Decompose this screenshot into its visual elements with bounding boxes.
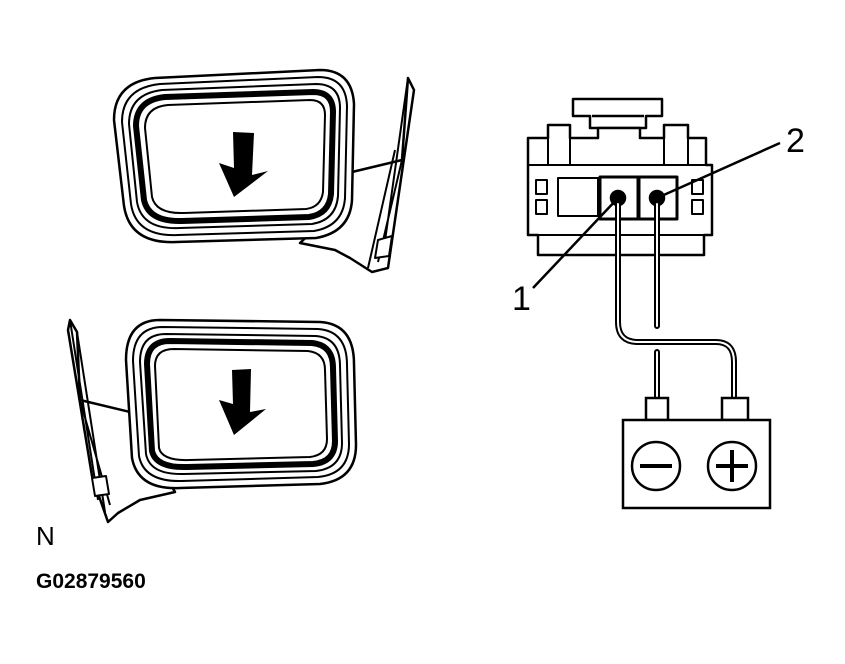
leader-terminal-1 — [532, 197, 619, 289]
leaders — [532, 141, 781, 289]
figure-code: G02879560 — [36, 570, 146, 593]
arrow-bottom — [219, 369, 266, 435]
connector-slot-left-2 — [535, 199, 548, 215]
mirror-top-stalk-notch — [374, 235, 393, 259]
connector-ridges — [528, 138, 712, 236]
connector-cavity-blank — [557, 177, 599, 217]
wires — [615, 195, 737, 403]
battery — [621, 396, 772, 510]
wire-terminal-1-inner — [617, 203, 735, 401]
arrow-top — [219, 132, 268, 197]
label-terminal-2: 2 — [786, 122, 805, 160]
connector-slot-right-2 — [691, 199, 704, 215]
mirror-bottom — [66, 318, 358, 524]
mirror-top — [112, 68, 416, 274]
battery-post-positive — [720, 396, 750, 422]
leader-terminal-2 — [656, 141, 781, 200]
mirror-bottom-stalk-notch — [91, 475, 110, 497]
view-letter: N — [36, 521, 55, 551]
connector-slot-left-1 — [535, 179, 548, 195]
connector-latch — [571, 97, 664, 130]
connector — [526, 97, 714, 257]
label-terminal-1: 1 — [512, 280, 531, 318]
battery-post-negative — [644, 396, 670, 422]
